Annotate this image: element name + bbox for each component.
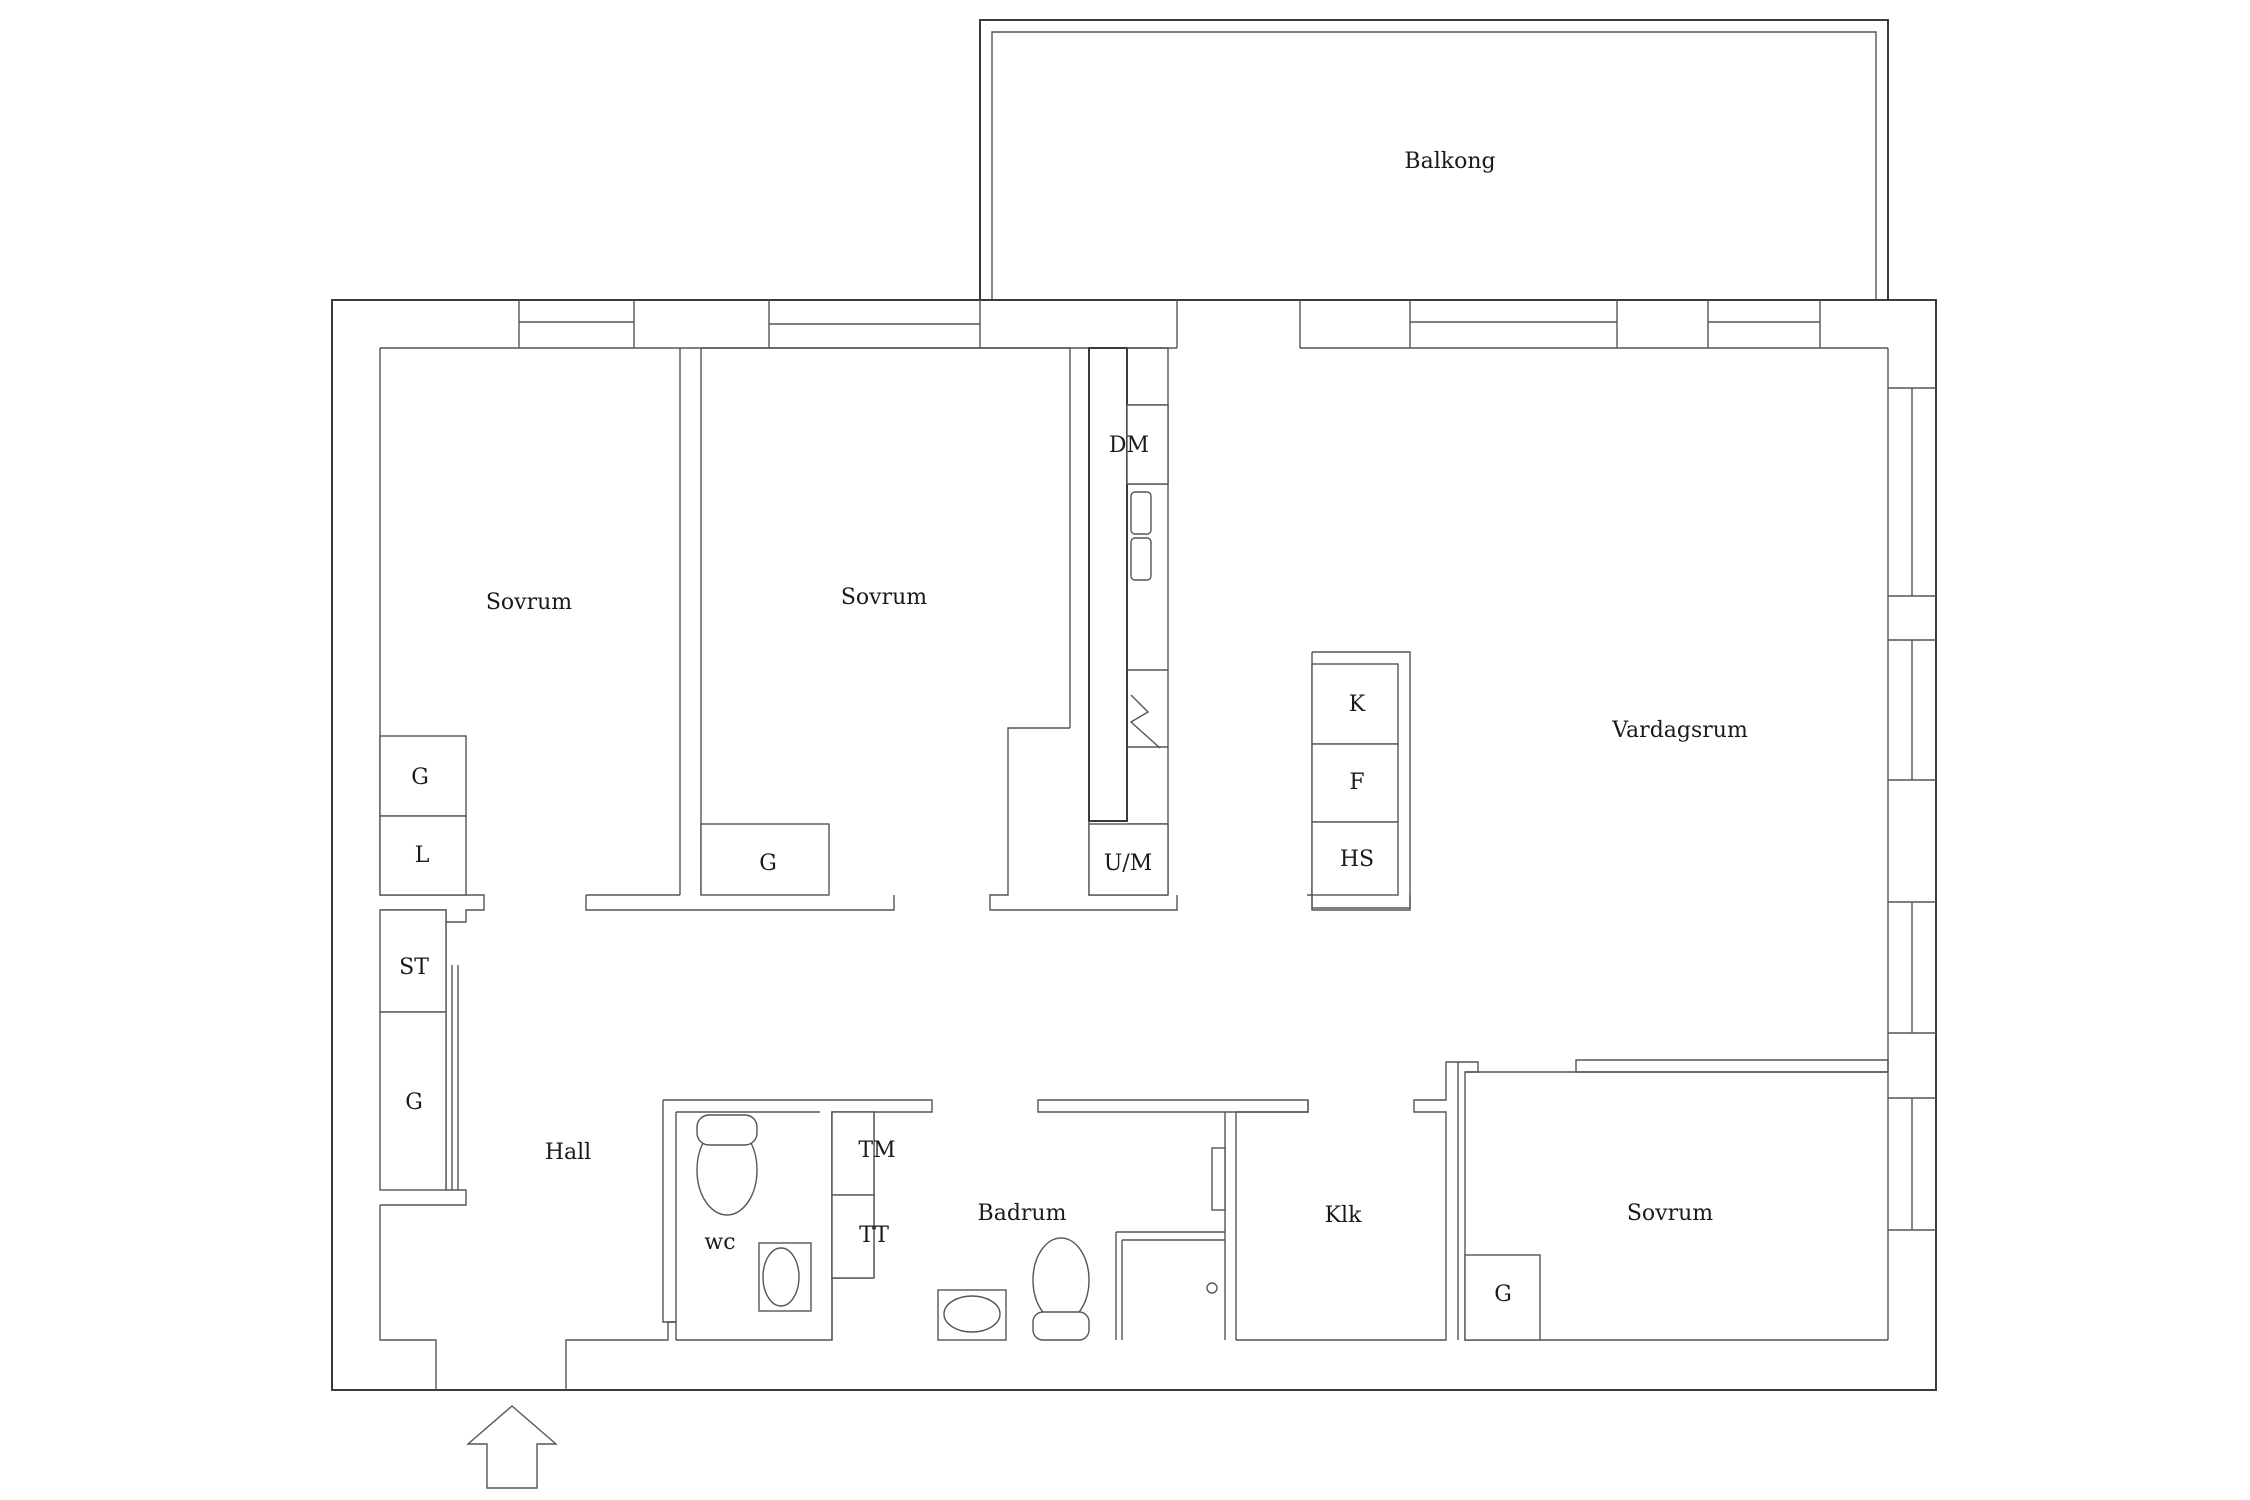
bedroom-3-walls bbox=[1458, 1059, 1889, 1341]
label-linen-bed1: L bbox=[415, 843, 430, 868]
label-living-room: Vardagsrum bbox=[1611, 718, 1748, 743]
label-fridge: K bbox=[1349, 692, 1366, 717]
outer-wall bbox=[331, 299, 1937, 1391]
linen-bed1 bbox=[379, 815, 467, 896]
label-oven-micro: U/M bbox=[1104, 851, 1152, 876]
closet-walls bbox=[1236, 1061, 1459, 1341]
entrance-arrow-icon bbox=[466, 1405, 558, 1489]
label-tall-cabinet: HS bbox=[1340, 847, 1374, 872]
label-dryer: TT bbox=[859, 1223, 889, 1248]
label-wardrobe-bed1: G bbox=[411, 765, 429, 790]
label-bedroom-3: Sovrum bbox=[1627, 1201, 1713, 1226]
bathroom-toilet bbox=[1032, 1237, 1090, 1323]
dryer bbox=[831, 1194, 875, 1279]
label-wardrobe-hall: G bbox=[405, 1090, 423, 1115]
stove-icon bbox=[1129, 694, 1161, 749]
label-hall: Hall bbox=[545, 1140, 591, 1165]
wardrobe-hall bbox=[379, 1011, 447, 1191]
label-cleaning-closet: ST bbox=[399, 955, 429, 980]
wardrobe-bed3 bbox=[1464, 1254, 1541, 1341]
washer bbox=[831, 1111, 875, 1196]
label-bathroom: Badrum bbox=[978, 1201, 1067, 1226]
kitchen-run bbox=[1088, 347, 1169, 896]
right-wall-windows bbox=[1887, 348, 1936, 1340]
sink bbox=[1130, 491, 1152, 535]
bedroom-1-walls bbox=[379, 348, 895, 923]
oven-micro bbox=[1088, 823, 1169, 896]
hall-closets bbox=[379, 909, 677, 1390]
label-bedroom-1: Sovrum bbox=[486, 590, 572, 615]
sink-2 bbox=[1130, 537, 1152, 581]
top-wall-windows bbox=[380, 300, 1888, 349]
tall-cabinet bbox=[1311, 821, 1399, 896]
dishwasher bbox=[1126, 404, 1169, 485]
label-wardrobe-bed2: G bbox=[759, 851, 777, 876]
bathroom-walls bbox=[831, 1099, 1309, 1341]
label-balcony: Balkong bbox=[1404, 149, 1495, 174]
label-freezer: F bbox=[1349, 770, 1364, 795]
label-washer: TM bbox=[858, 1138, 895, 1163]
balcony bbox=[979, 19, 1889, 300]
wc-walls bbox=[662, 1099, 933, 1341]
label-bedroom-2: Sovrum bbox=[841, 585, 927, 610]
label-wardrobe-bed3: G bbox=[1494, 1282, 1512, 1307]
bedroom-2-walls bbox=[700, 347, 1178, 911]
label-wc: wc bbox=[704, 1230, 735, 1255]
label-dishwasher: DM bbox=[1109, 433, 1149, 458]
wardrobe-bed2 bbox=[700, 823, 830, 896]
fridge-column bbox=[1307, 651, 1411, 911]
label-closet: Klk bbox=[1325, 1203, 1362, 1228]
